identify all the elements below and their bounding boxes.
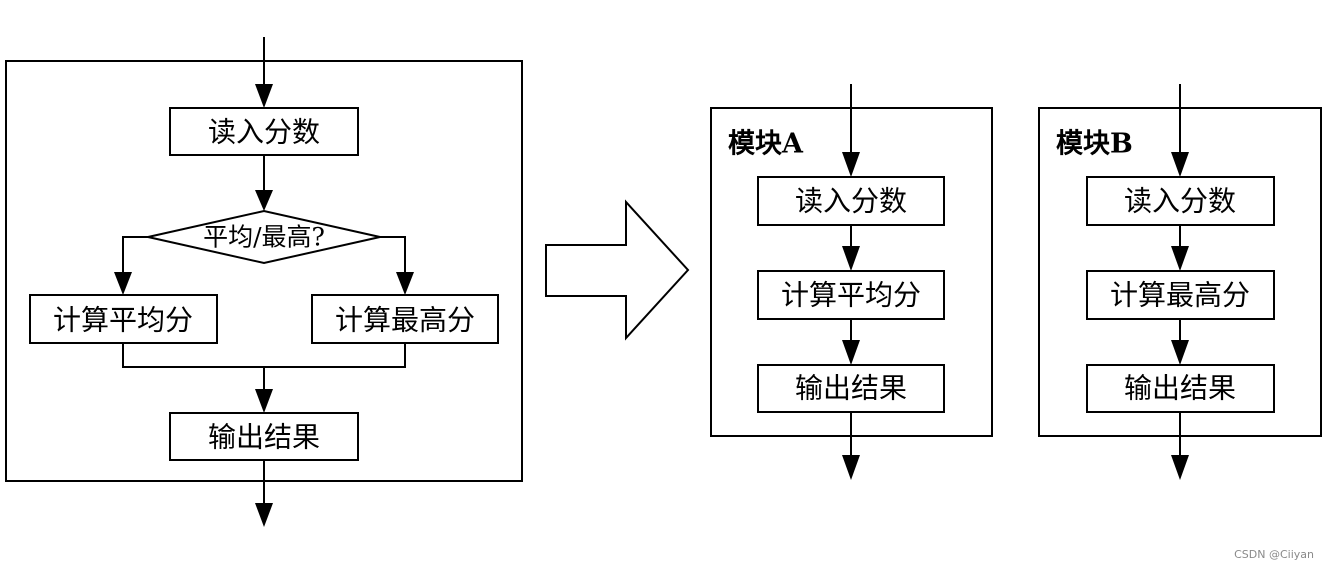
right-branch-arrowhead	[396, 272, 414, 295]
original-flowchart: 读入分数 平均/最高? 计算平均分 计算最高分 输出结果	[5, 37, 523, 527]
exit-arrowhead	[255, 503, 273, 527]
module-b-calc-to-output-arrowhead	[1171, 340, 1189, 365]
left-branch-line	[122, 236, 148, 272]
module-a-entry-arrowhead	[842, 152, 860, 177]
calc-average-box	[29, 294, 218, 344]
decision-label: 平均/最高?	[203, 223, 325, 252]
module-a: 模块A 读入分数 计算平均分 输出结果	[710, 84, 993, 480]
left-branch-arrowhead	[114, 272, 132, 295]
module-a-title: 模块A	[728, 129, 804, 160]
module-a-read-to-calc-arrowhead	[842, 246, 860, 271]
module-b-entry-arrowhead	[1171, 152, 1189, 177]
module-b-read-label: 读入分数	[1124, 185, 1236, 218]
module-a-read-label: 读入分数	[795, 185, 907, 218]
module-a-exit-arrowhead	[842, 455, 860, 480]
entry-arrowhead	[255, 84, 273, 108]
module-b-calc-box	[1086, 270, 1275, 320]
module-a-output-label: 输出结果	[795, 372, 907, 405]
module-a-calc-label: 计算平均分	[781, 279, 921, 312]
module-b-read-to-calc-arrowhead	[1171, 246, 1189, 271]
module-b-output-box	[1086, 364, 1275, 413]
calc-average-label: 计算平均分	[53, 304, 193, 337]
read-scores-label: 读入分数	[208, 116, 320, 149]
merge-to-output-arrowhead	[255, 389, 273, 413]
module-a-calc-box	[757, 270, 945, 320]
module-b-exit-arrowhead	[1171, 455, 1189, 480]
output-result-label: 输出结果	[208, 421, 320, 454]
calc-max-label: 计算最高分	[335, 304, 475, 337]
module-b-output-label: 输出结果	[1124, 372, 1236, 405]
transform-arrow-icon	[545, 199, 690, 341]
output-result-box	[169, 412, 359, 461]
module-b-calc-label: 计算最高分	[1110, 279, 1250, 312]
read-scores-box	[169, 107, 359, 156]
module-b-title: 模块B	[1056, 129, 1133, 160]
module-a-calc-to-output-arrowhead	[842, 340, 860, 365]
right-branch-line	[380, 236, 406, 272]
read-to-decision-arrowhead	[255, 190, 273, 211]
calc-max-box	[311, 294, 499, 344]
module-b: 模块B 读入分数 计算最高分 输出结果	[1038, 84, 1322, 480]
watermark: CSDN @Ciiyan	[1234, 548, 1314, 561]
